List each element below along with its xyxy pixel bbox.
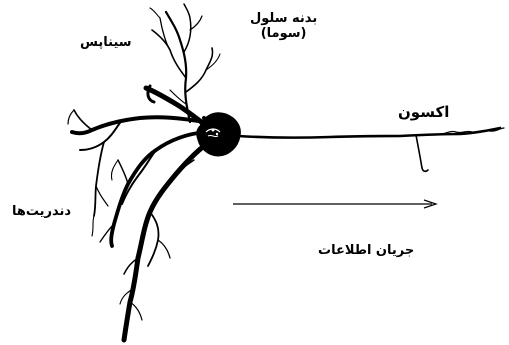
soma-label: بدنه سلول (سوما): [250, 12, 317, 42]
upper-dendrite-tree: [150, 4, 220, 122]
dendrites-label: دندریت‌ها: [12, 205, 71, 220]
synapse-label: سیناپس: [80, 36, 132, 51]
axon: [238, 128, 504, 171]
arrow-right-icon: [233, 200, 436, 208]
soma-label-line2: (سوما): [250, 27, 317, 42]
left-dendrite-tree: [68, 110, 212, 340]
axon-label: اکسون: [398, 104, 449, 121]
soma-label-line1: بدنه سلول: [250, 12, 317, 27]
info-flow-label: جریان اطلاعات: [318, 244, 414, 259]
